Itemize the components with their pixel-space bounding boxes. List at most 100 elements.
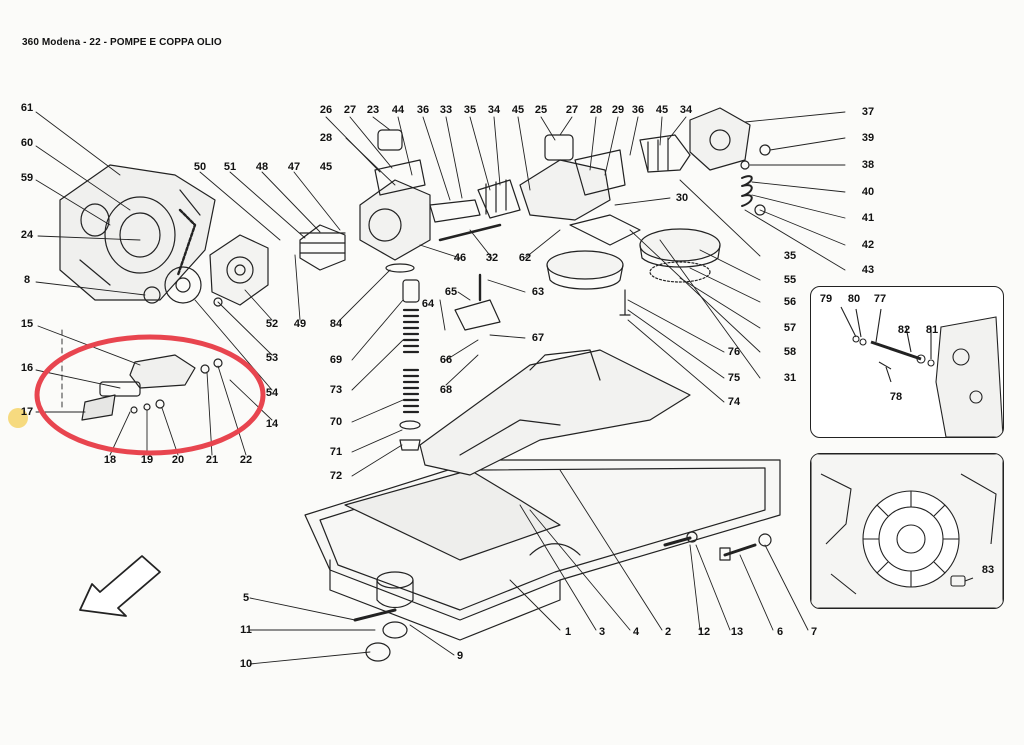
callout-75: 75 — [727, 372, 741, 384]
callout-67: 67 — [531, 332, 545, 344]
callout-42: 42 — [861, 239, 875, 251]
callout-11: 11 — [240, 624, 252, 636]
callout-33: 33 — [439, 104, 453, 116]
callout-14: 14 — [265, 418, 279, 430]
callout-15: 15 — [20, 318, 34, 330]
callout-35-right: 35 — [783, 250, 797, 262]
callout-55: 55 — [783, 274, 797, 286]
callout-78: 78 — [889, 391, 903, 403]
callout-45-left: 45 — [319, 161, 333, 173]
oil-pan-drawing — [304, 459, 781, 641]
callout-59: 59 — [20, 172, 34, 184]
inset-top-drawing — [840, 306, 1003, 437]
callout-79: 79 — [819, 293, 833, 305]
callout-23: 23 — [366, 104, 380, 116]
callout-49: 49 — [293, 318, 307, 330]
callout-34-right: 34 — [679, 104, 693, 116]
callout-8: 8 — [23, 274, 31, 286]
pump-cover-drawing — [209, 234, 269, 307]
callout-28-left: 28 — [319, 132, 333, 144]
callout-18: 18 — [103, 454, 117, 466]
callout-51: 51 — [223, 161, 237, 173]
callout-28-top: 28 — [589, 104, 603, 116]
callout-47: 47 — [287, 161, 301, 173]
callout-66: 66 — [439, 354, 453, 366]
callout-2: 2 — [664, 626, 672, 638]
engine-block-drawing — [59, 164, 216, 301]
callout-5: 5 — [242, 592, 250, 604]
scavenge-pump-drawing — [299, 107, 751, 271]
callout-53: 53 — [265, 352, 279, 364]
callout-30: 30 — [675, 192, 689, 204]
callout-34-left: 34 — [487, 104, 501, 116]
marker-dot — [8, 408, 28, 428]
callout-45-right: 45 — [655, 104, 669, 116]
callout-36-left: 36 — [416, 104, 430, 116]
callout-27-right: 27 — [565, 104, 579, 116]
callout-74: 74 — [727, 396, 741, 408]
callout-77: 77 — [873, 293, 887, 305]
callout-56: 56 — [783, 296, 797, 308]
inset-detail-top — [810, 286, 1004, 438]
baffle-drawing — [419, 349, 691, 476]
callout-82: 82 — [897, 324, 911, 336]
callout-19: 19 — [140, 454, 154, 466]
callout-65: 65 — [444, 286, 458, 298]
callout-9: 9 — [456, 650, 464, 662]
leader-lines — [35, 111, 846, 665]
callout-3: 3 — [598, 626, 606, 638]
callout-61: 61 — [20, 102, 34, 114]
callout-43: 43 — [861, 264, 875, 276]
callout-84: 84 — [329, 318, 343, 330]
callout-32: 32 — [485, 252, 499, 264]
callout-31: 31 — [783, 372, 797, 384]
callout-39: 39 — [861, 132, 875, 144]
callout-52: 52 — [265, 318, 279, 330]
filter-drawing — [546, 214, 721, 316]
callout-83: 83 — [981, 564, 995, 576]
callout-36-right: 36 — [631, 104, 645, 116]
callout-10: 10 — [239, 658, 253, 670]
callout-72: 72 — [329, 470, 343, 482]
callout-12: 12 — [697, 626, 711, 638]
callout-40: 40 — [861, 186, 875, 198]
callout-38: 38 — [861, 159, 875, 171]
callout-25: 25 — [534, 104, 548, 116]
callout-27-left: 27 — [343, 104, 357, 116]
callout-22: 22 — [239, 454, 253, 466]
callout-50: 50 — [193, 161, 207, 173]
relief-valve-drawing — [81, 354, 223, 421]
callout-57: 57 — [783, 322, 797, 334]
callout-17: 17 — [20, 406, 34, 418]
callout-73: 73 — [329, 384, 343, 396]
callout-7: 7 — [810, 626, 818, 638]
callout-69: 69 — [329, 354, 343, 366]
callout-44: 44 — [391, 104, 405, 116]
callout-37: 37 — [861, 106, 875, 118]
direction-arrow — [79, 555, 161, 617]
callout-24: 24 — [20, 229, 34, 241]
callout-41: 41 — [861, 212, 875, 224]
callout-70: 70 — [329, 416, 343, 428]
callout-81: 81 — [925, 324, 939, 336]
callout-62: 62 — [518, 252, 532, 264]
callout-45-mid: 45 — [511, 104, 525, 116]
callout-16: 16 — [20, 362, 34, 374]
callout-58: 58 — [783, 346, 797, 358]
callout-21: 21 — [205, 454, 219, 466]
callout-4: 4 — [632, 626, 640, 638]
callout-26: 26 — [319, 104, 333, 116]
callout-54: 54 — [265, 387, 279, 399]
valve-stack-drawing — [385, 263, 501, 451]
callout-35-top: 35 — [463, 104, 477, 116]
callout-64: 64 — [421, 298, 435, 310]
callout-60: 60 — [20, 137, 34, 149]
highlight-circle — [34, 334, 266, 456]
callout-68: 68 — [439, 384, 453, 396]
page-title: 360 Modena - 22 - POMPE E COPPA OLIO — [22, 37, 222, 48]
callout-71: 71 — [329, 446, 343, 458]
inset-bottom-drawing — [811, 454, 1003, 608]
callout-29: 29 — [611, 104, 625, 116]
callout-63: 63 — [531, 286, 545, 298]
